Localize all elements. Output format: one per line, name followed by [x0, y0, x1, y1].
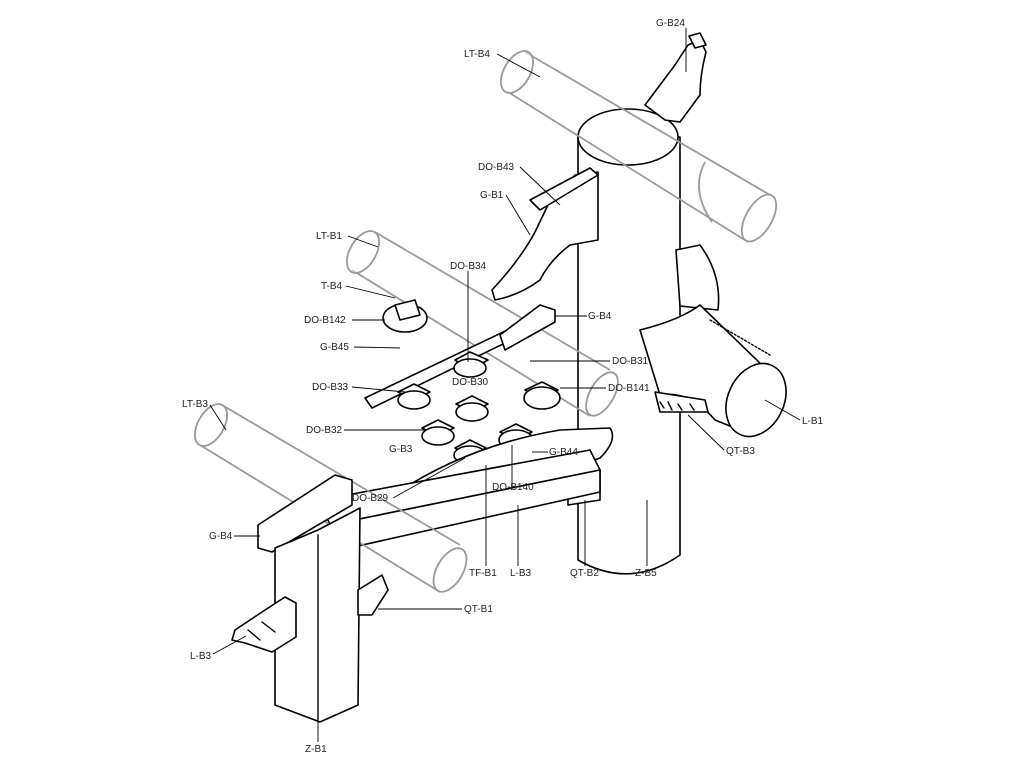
label-lt-b3: LT-B3 [182, 399, 208, 410]
label-lt-b1: LT-B1 [316, 231, 342, 242]
bolt-do-b30 [455, 395, 489, 422]
bracket-g-b1 [491, 167, 599, 301]
label-do-b34: DO-B34 [450, 261, 487, 272]
label-g-b4-left: G-B4 [209, 531, 233, 542]
label-z-b5: Z-B5 [635, 568, 657, 579]
label-do-b33: DO-B33 [312, 382, 349, 393]
label-g-b45: G-B45 [320, 342, 349, 353]
bracket-l-b3-left [231, 596, 297, 653]
label-g-b1: G-B1 [480, 190, 504, 201]
plate-g-b4-left [257, 474, 353, 553]
label-tf-b1: TF-B1 [469, 568, 497, 579]
column-z-b1 [274, 507, 361, 723]
tube-lt-b4 [500, 50, 778, 243]
label-do-b30: DO-B30 [452, 377, 489, 388]
bolt-do-b142 [382, 299, 428, 333]
label-do-b140: DO-B140 [492, 482, 534, 493]
bracket-g-b4-mid [499, 304, 556, 351]
bracket-g-b24 [644, 32, 707, 123]
bolt-do-b32 [421, 419, 455, 446]
beam-l-b1 [639, 304, 787, 438]
bracket-qt-b1 [357, 574, 389, 616]
label-g-b24: G-B24 [656, 18, 685, 29]
label-do-b32: DO-B32 [306, 425, 343, 436]
label-l-b3-left: L-B3 [190, 651, 212, 662]
bolt-do-b33 [397, 383, 431, 410]
label-l-b1: L-B1 [802, 416, 824, 427]
bracket-g-b4-right [675, 244, 720, 311]
label-lt-b4: LT-B4 [464, 49, 490, 60]
labels: G-B24 LT-B4 DO-B43 G-B1 LT-B1 DO-B34 T-B… [182, 18, 824, 755]
label-g-b4-top: G-B4 [588, 311, 612, 322]
label-l-b3-center: L-B3 [510, 568, 532, 579]
label-do-b142: DO-B142 [304, 315, 346, 326]
label-g-b3: G-B3 [389, 444, 413, 455]
label-qt-b1: QT-B1 [464, 604, 493, 615]
label-t-b4: T-B4 [321, 281, 343, 292]
label-qt-b2: QT-B2 [570, 568, 599, 579]
label-g-b44: G-B44 [549, 447, 578, 458]
bolt-do-b34 [453, 351, 489, 378]
bolt-do-b141 [523, 381, 561, 410]
label-z-b1: Z-B1 [305, 744, 327, 755]
label-do-b43: DO-B43 [478, 162, 515, 173]
bracket-qt-b3 [654, 391, 709, 413]
leader-lines [209, 28, 801, 742]
label-do-b31: DO-B31 [612, 356, 649, 367]
label-qt-b3: QT-B3 [726, 446, 755, 457]
label-do-b29: DO-B29 [352, 493, 389, 504]
label-do-b141: DO-B141 [608, 383, 650, 394]
